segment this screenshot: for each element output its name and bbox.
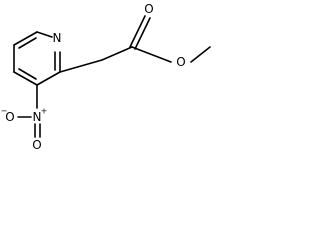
bond-ester-oxygen-methyl	[190, 46, 211, 63]
ring-nitrogen-label: N	[53, 31, 62, 45]
bond-carbonyl-double-b	[134, 17, 151, 50]
side-chain	[59, 15, 211, 73]
bond-carbonyl-double-a	[129, 15, 146, 48]
molecule-structure: N N + O − O O O	[1, 2, 211, 152]
nitro-nitrogen-label: N	[33, 110, 42, 124]
bond-ring-c4-c3	[13, 71, 38, 86]
ester-oxygen-label: O	[176, 55, 185, 69]
bond-ring-n1-c6	[36, 31, 53, 38]
atom-labels: N N + O − O O O	[1, 2, 186, 152]
nitro-oxygen-down-label: O	[32, 138, 41, 152]
bond-carbonyl-carbon-ester-oxygen	[131, 46, 172, 63]
bond-ring-c3-c2	[36, 71, 61, 86]
pyridine-ring	[13, 31, 61, 86]
bond-ch2-carbonyl-carbon	[101, 46, 133, 61]
nitro-oxygen-left-label: O	[5, 110, 14, 124]
bond-ring-c6-c5	[13, 31, 38, 46]
chemical-structure-canvas: N N + O − O O O	[0, 0, 220, 152]
nitro-nitrogen-charge-label: +	[41, 107, 48, 116]
bond-ring-c4-c3-double	[18, 68, 37, 80]
bond-ring-c6-c5-double	[18, 37, 37, 49]
carbonyl-oxygen-label: O	[144, 2, 153, 16]
nitro-group	[17, 84, 41, 138]
nitro-oxygen-left-charge-label: −	[1, 107, 8, 116]
bond-c2-ch2	[59, 59, 103, 73]
